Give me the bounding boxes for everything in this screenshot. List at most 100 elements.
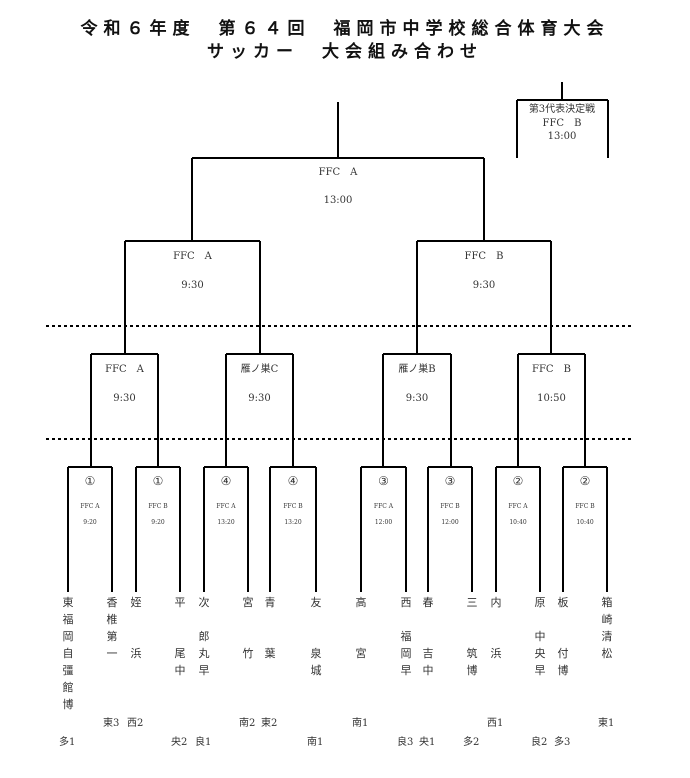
school-name-char — [353, 611, 369, 628]
school-name-char: 岡 — [400, 647, 412, 660]
school-name-char: 中 — [174, 664, 186, 677]
school-name-char: 自 — [62, 647, 74, 660]
school-name-char: 葉 — [264, 647, 276, 660]
school-name-char: 松 — [601, 647, 613, 660]
school-district-code: 良3 — [397, 737, 414, 748]
school-name-char: 早 — [534, 664, 546, 677]
quarterfinal-venue: FFC B — [532, 364, 571, 375]
school-name-char: 博 — [466, 664, 478, 677]
school-name-char — [308, 611, 324, 628]
school-name-char: 一 — [106, 647, 118, 660]
school-name-char: 早 — [400, 664, 412, 677]
school-name-char: 浜 — [490, 647, 502, 660]
semifinal-venue: FFC A — [173, 251, 213, 262]
school-name-char: 泉 — [310, 647, 322, 660]
school-name-12: 三筑博 — [464, 594, 480, 679]
school-name-7: 青葉 — [262, 594, 278, 662]
school-name-char: 吉 — [422, 647, 434, 660]
page-subtitle: サッカー 大会組み合わせ — [207, 42, 483, 62]
school-name-char — [240, 628, 256, 645]
school-name-char — [308, 628, 324, 645]
school-district-code: 西2 — [127, 718, 144, 729]
first-round-time: 10:40 — [576, 519, 593, 526]
school-name-char: 中 — [422, 664, 434, 677]
quarterfinal-time: 10:50 — [537, 393, 566, 404]
school-name-char — [128, 628, 144, 645]
third-place-venue: FFC B — [543, 118, 582, 129]
school-name-char — [464, 611, 480, 628]
first-round-number: ① — [85, 474, 96, 488]
school-district-code: 南1 — [352, 718, 369, 729]
first-round-number: ④ — [221, 474, 232, 488]
school-name-char — [172, 628, 188, 645]
school-name-char: 宮 — [355, 647, 367, 660]
school-name-char: 西 — [400, 596, 412, 609]
school-name-char — [353, 628, 369, 645]
school-name-char: 青 — [264, 596, 276, 609]
page-title: 令和６年度 第６４回 福岡市中学校総合体育大会 — [80, 19, 610, 39]
school-name-char: 友 — [310, 596, 322, 609]
first-round-number: ① — [153, 474, 164, 488]
school-name-char: 高 — [355, 596, 367, 609]
semifinal-time: 9:30 — [473, 280, 495, 291]
school-name-char — [240, 611, 256, 628]
school-name-char: 清 — [601, 630, 613, 643]
first-round-venue: FFC A — [216, 503, 236, 510]
school-name-char — [128, 611, 144, 628]
first-round-venue: FFC B — [440, 503, 460, 510]
first-round-time: 9:20 — [151, 519, 165, 526]
first-round-venue: FFC A — [80, 503, 100, 510]
first-round-time: 12:00 — [375, 519, 392, 526]
school-name-char: 館 — [62, 681, 74, 694]
school-name-char: 次 — [198, 596, 210, 609]
school-name-char: 椎 — [106, 613, 118, 626]
school-name-char: 崎 — [601, 613, 613, 626]
school-name-char: 筑 — [466, 647, 478, 660]
school-name-char: 姪 — [130, 596, 142, 609]
school-name-char: 板 — [557, 596, 569, 609]
school-name-char: 内 — [490, 596, 502, 609]
school-name-char: 第 — [106, 630, 118, 643]
school-name-char: 付 — [557, 647, 569, 660]
school-name-char — [420, 628, 436, 645]
first-round-time: 13:20 — [217, 519, 234, 526]
school-name-15: 板付博 — [555, 594, 571, 679]
school-name-char — [555, 611, 571, 628]
semifinal-time: 9:30 — [181, 280, 203, 291]
school-name-char: 丸 — [198, 647, 210, 660]
school-name-char — [420, 611, 436, 628]
school-name-5: 次郎丸早 — [196, 594, 212, 679]
school-district-code: 央2 — [171, 737, 188, 748]
school-name-char: 福 — [400, 630, 412, 643]
school-district-code: 南2 — [239, 718, 256, 729]
first-round-venue: FFC B — [283, 503, 303, 510]
school-name-char: 博 — [62, 698, 74, 711]
school-name-13: 内浜 — [488, 594, 504, 662]
school-name-char: 原 — [534, 596, 546, 609]
school-name-char — [532, 611, 548, 628]
school-name-10: 西福岡早 — [398, 594, 414, 679]
school-name-char: 尾 — [174, 647, 186, 660]
third-place-label: 第3代表決定戦 — [529, 102, 595, 115]
final-time: 13:00 — [324, 195, 353, 206]
school-name-char: 央 — [534, 647, 546, 660]
school-name-char — [196, 611, 212, 628]
school-name-char — [172, 611, 188, 628]
school-name-char: 春 — [422, 596, 434, 609]
quarterfinal-time: 9:30 — [406, 393, 428, 404]
school-name-char: 平 — [174, 596, 186, 609]
school-district-code: 東3 — [103, 718, 120, 729]
first-round-time: 9:20 — [83, 519, 97, 526]
school-name-3: 姪浜 — [128, 594, 144, 662]
school-name-char: 宮 — [242, 596, 254, 609]
school-name-2: 香椎第一 — [104, 594, 120, 662]
school-district-code: 東2 — [261, 718, 278, 729]
quarterfinal-venue: FFC A — [105, 364, 145, 375]
first-round-venue: FFC A — [374, 503, 394, 510]
first-round-time: 13:20 — [284, 519, 301, 526]
school-name-char: 東 — [62, 596, 74, 609]
school-name-char — [488, 628, 504, 645]
school-name-char: 三 — [466, 596, 478, 609]
school-name-char — [555, 628, 571, 645]
school-name-char — [262, 611, 278, 628]
